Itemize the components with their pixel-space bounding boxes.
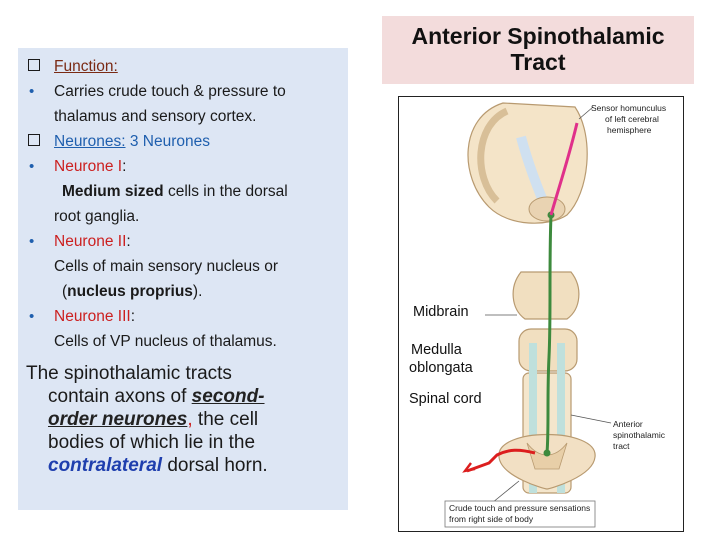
midbrain-label: Midbrain <box>413 304 469 320</box>
neurone-1-row: • Neurone I: <box>26 154 342 179</box>
thalamus <box>528 196 566 222</box>
summary-paragraph: The spinothalamic tracts contain axons o… <box>26 362 342 477</box>
neurone-2-bold: nucleus proprius <box>67 283 193 300</box>
para-comma: , <box>187 409 193 430</box>
neurone-3-text-row: Cells of VP nucleus of thalamus. <box>26 329 342 354</box>
spinal-cord-label: Spinal cord <box>409 391 482 407</box>
medulla-label-2: oblongata <box>409 360 473 376</box>
function-text-row-2: thalamus and sensory cortex. <box>26 104 342 129</box>
homunculus-label-3: hemisphere <box>607 125 652 135</box>
neurone-1-bold: Medium sized <box>62 183 164 200</box>
neurone-1-text-row-2: root ganglia. <box>26 204 342 229</box>
cortex-ribbon <box>477 107 509 204</box>
neurones-heading-row: Neurones: 3 Neurones <box>26 129 342 154</box>
neurone-1-text-row: Medium sized cells in the dorsal <box>26 179 342 204</box>
paren-open: ( <box>62 283 68 300</box>
caption-box <box>444 500 596 528</box>
function-heading: Function: <box>54 58 118 75</box>
para-line-5: contralateral dorsal horn. <box>26 454 342 477</box>
function-text-row: • Carries crude touch & pressure to <box>26 79 342 104</box>
neurone-3-label: Neurone III <box>54 308 131 325</box>
colon: : <box>126 233 131 250</box>
homunculus-label-2: of left cerebral <box>605 114 659 124</box>
neurone-1-text: cells in the dorsal <box>163 183 288 200</box>
text-panel: Function: • Carries crude touch & pressu… <box>18 48 348 510</box>
title-line-1: Anterior Spinothalamic <box>411 23 665 49</box>
checkbox-bullet-icon <box>26 129 48 154</box>
tract-label-2: spinothalamic <box>613 430 665 440</box>
para-text: dorsal horn. <box>162 455 268 476</box>
figure-drawing <box>444 102 612 528</box>
title-line-2: Tract <box>510 49 566 75</box>
function-text-1: Carries crude touch & pressure to <box>54 83 286 100</box>
homunculus-leader <box>578 106 594 120</box>
tract-column <box>529 343 537 493</box>
neurones-count: 3 Neurones <box>129 133 210 150</box>
para-text: the cell <box>192 409 259 430</box>
third-order-neurone <box>549 122 579 216</box>
caption-line-1: Crude touch and pressure sensations <box>449 503 591 513</box>
paren-close: ). <box>192 283 203 300</box>
midbrain <box>512 271 580 320</box>
tract-leader <box>570 414 612 424</box>
para-emphasis: order neurones <box>48 409 188 430</box>
neurone-2-text-row: Cells of main sensory nucleus or <box>26 254 342 279</box>
para-line-1: The spinothalamic tracts <box>26 363 232 384</box>
para-line-4: bodies of which lie in the <box>48 432 256 453</box>
para-line-2: contain axons of second- <box>26 385 342 408</box>
tract-column-right <box>557 343 565 493</box>
tract-label-1: Anterior <box>613 419 643 429</box>
bullet-icon: • <box>29 233 35 250</box>
colon: : <box>122 158 127 175</box>
neurone-2-label: Neurone II <box>54 233 127 250</box>
neurone-cell-body <box>543 449 551 457</box>
bullet-icon: • <box>29 308 35 325</box>
first-order-neurone <box>466 448 536 473</box>
neurones-heading: Neurones: <box>54 133 126 150</box>
medulla-label-1: Medulla <box>411 342 462 358</box>
homunculus-label-1: Sensor homunculus <box>591 103 667 113</box>
first-order-arrow <box>462 462 476 473</box>
tract-label-3: tract <box>613 441 630 451</box>
checkbox-bullet-icon <box>26 54 48 79</box>
function-text-2: thalamus and sensory cortex. <box>54 108 257 125</box>
neurone-3-text: Cells of VP nucleus of thalamus. <box>54 333 277 350</box>
neurone-2-text-row-2: (nucleus proprius). <box>26 279 342 304</box>
neurone-1-label: Neurone I <box>54 158 123 175</box>
second-order-neurone <box>545 214 553 454</box>
colon: : <box>130 308 135 325</box>
anatomy-figure: Sensor homunculus of left cerebral hemis… <box>398 96 684 532</box>
neurone-2-text-1: Cells of main sensory nucleus or <box>54 258 278 275</box>
para-emphasis-blue: contralateral <box>48 455 163 476</box>
caption-line-2: from right side of body <box>449 514 534 524</box>
slide-title: Anterior Spinothalamic Tract <box>382 16 694 84</box>
para-text: contain axons of <box>48 386 192 407</box>
function-heading-row: Function: <box>26 54 342 79</box>
para-emphasis: second- <box>191 386 265 407</box>
neurone-3-row: • Neurone III: <box>26 304 342 329</box>
bullet-icon: • <box>29 158 35 175</box>
neurone-1-text-2: root ganglia. <box>54 208 140 225</box>
bullet-icon: • <box>29 83 35 100</box>
para-line-3: order neurones, the cell <box>26 408 342 431</box>
neurone-2-row: • Neurone II: <box>26 229 342 254</box>
